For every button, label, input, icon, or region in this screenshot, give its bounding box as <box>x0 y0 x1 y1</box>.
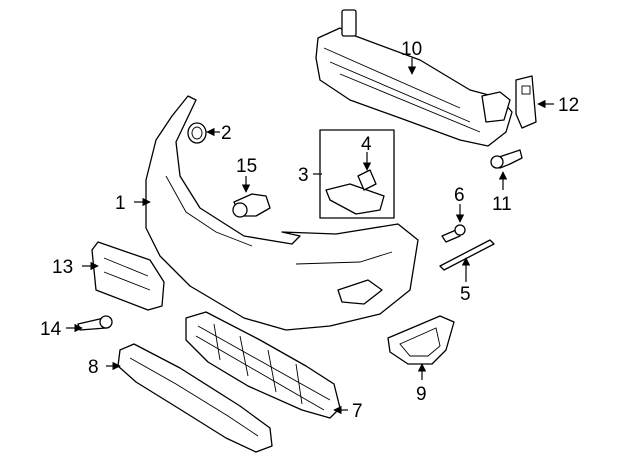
callout-9: 9 <box>416 384 427 405</box>
callout-7: 7 <box>352 401 363 422</box>
callout-3: 3 <box>298 165 309 186</box>
pin-5-part <box>439 239 495 271</box>
clip-part <box>187 122 207 144</box>
bracket-kit-box <box>319 129 395 219</box>
callout-15: 15 <box>236 156 257 177</box>
push-pin-part <box>77 315 113 331</box>
bolt-6-part <box>441 224 466 243</box>
callout-1: 1 <box>115 193 126 214</box>
leader-lines <box>66 58 554 415</box>
callout-6: 6 <box>454 185 465 206</box>
bolt-part <box>490 149 523 169</box>
callout-14: 14 <box>40 319 62 340</box>
bumper-cover-part <box>145 95 419 331</box>
callout-13: 13 <box>52 257 73 278</box>
bracket-part <box>515 75 537 129</box>
sensor-part <box>232 193 271 218</box>
callout-11: 11 <box>492 194 512 215</box>
callout-12: 12 <box>558 95 579 116</box>
grille-frame-part <box>117 343 273 453</box>
license-bracket-part <box>91 241 165 311</box>
callout-10: 10 <box>401 39 422 60</box>
callout-8: 8 <box>88 357 99 378</box>
callout-labels: 1 2 3 4 5 6 7 8 9 10 11 12 13 14 15 <box>40 39 579 422</box>
callout-5: 5 <box>460 284 471 305</box>
fog-bezel-part <box>387 315 455 365</box>
callout-4: 4 <box>361 134 372 155</box>
reinforcement-beam-part <box>315 9 513 147</box>
callout-2: 2 <box>221 123 232 144</box>
